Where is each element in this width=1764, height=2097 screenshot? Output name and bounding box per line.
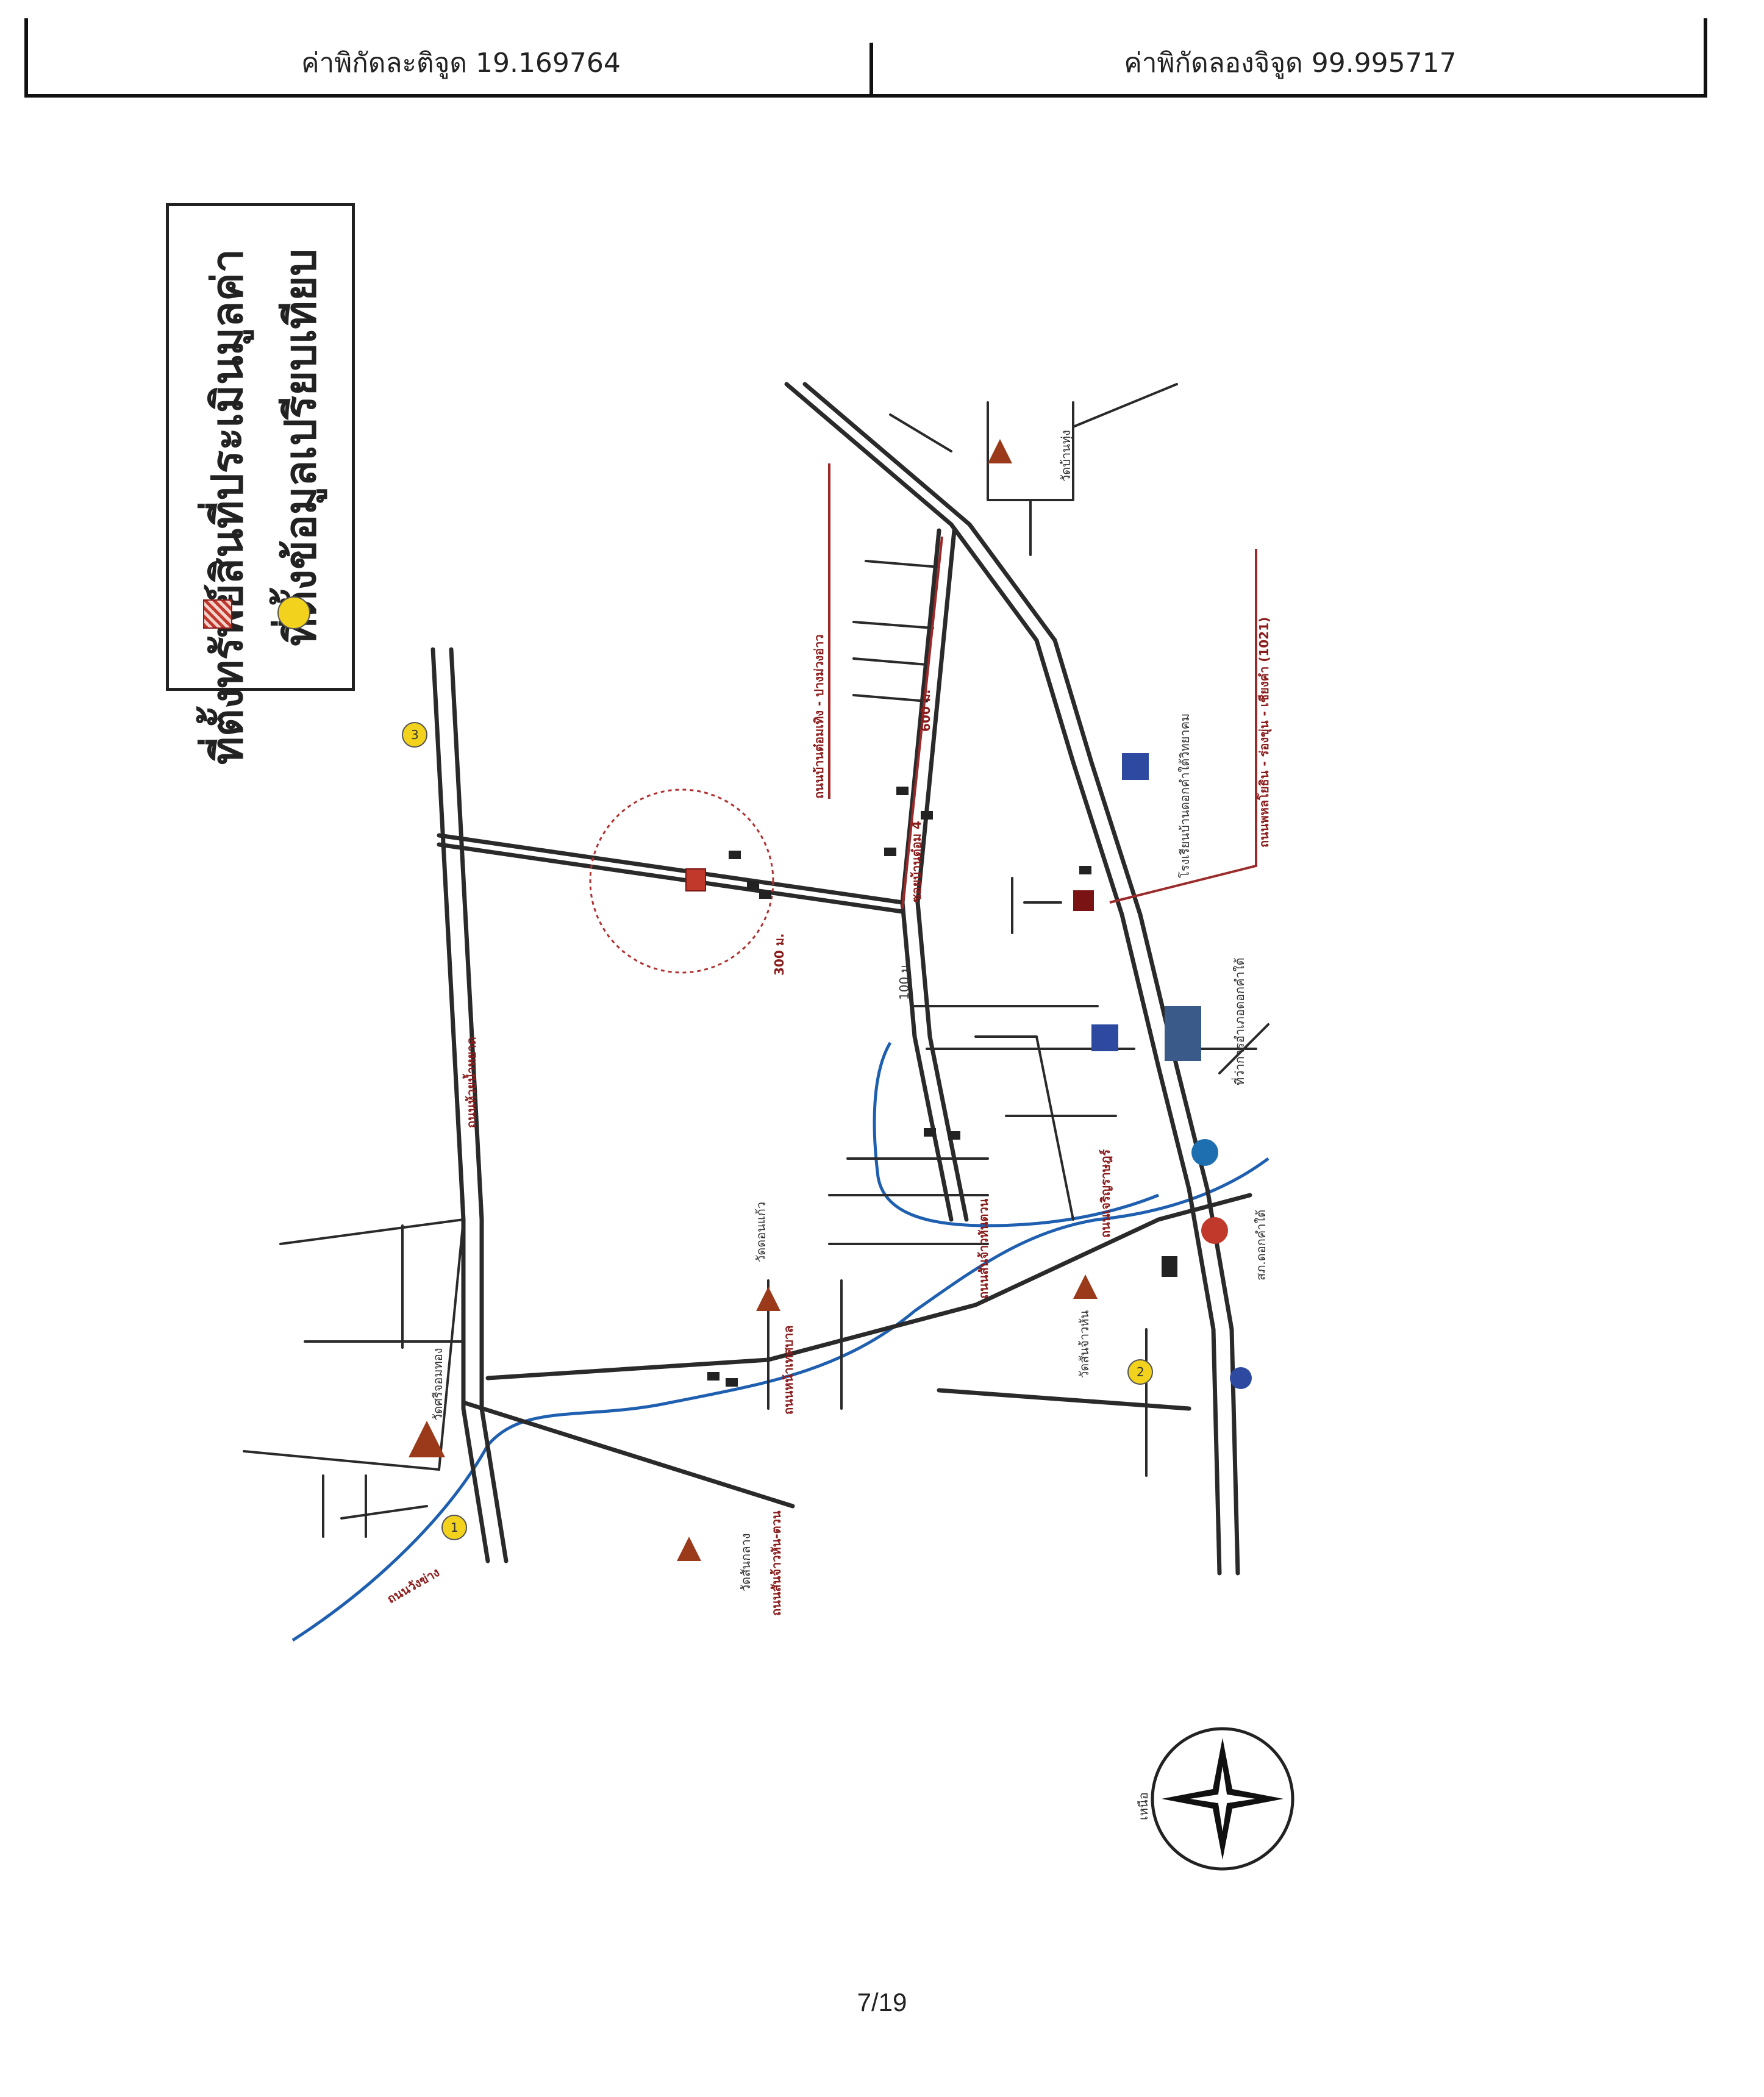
west-roads — [243, 1218, 465, 1538]
soi-ban-tom-4b — [437, 842, 905, 914]
place-label-wat-don-kaew: วัดดอนแก้ว — [754, 1202, 768, 1262]
road-west-2 — [449, 647, 509, 1563]
distance-label-300: 300 ม. — [772, 934, 787, 976]
comparable-3-label: 3 — [411, 727, 419, 742]
compass-rose — [1151, 1727, 1294, 1871]
map-legend: ที่ตั้งทรัพย์สินที่ประเมินมูลค่า ที่ตั้ง… — [166, 203, 355, 765]
seven-eleven-marker — [1162, 1256, 1177, 1277]
road-west — [430, 647, 490, 1563]
legend-item-subject: ที่ตั้งทรัพย์สินที่ประเมินมูลค่า — [202, 249, 252, 765]
road-ban-tom-2 — [915, 528, 969, 1222]
place-label-district-office: ที่ว่าการอำเภอดอกคำใต้ — [1231, 958, 1247, 1085]
soi-ban-tom-4 — [437, 833, 905, 905]
comparable-1-label: 1 — [451, 1520, 459, 1535]
bus-marker — [1230, 1367, 1252, 1389]
radius-circle — [589, 788, 774, 974]
district-office-marker — [1165, 1006, 1201, 1061]
latitude-label: ค่าพิกัดละติจูด 19.169764 — [301, 48, 621, 79]
building-markers — [707, 787, 1091, 1387]
road-label-charoenrat: ถนนเจริญราษฎร์ — [1098, 1149, 1113, 1238]
comparable-symbol-icon — [277, 596, 310, 629]
comparable-markers — [402, 722, 1153, 1540]
legend-item-comparable: ที่ตั้งข้อมูลเปรียบเทียบ — [275, 249, 326, 646]
road-temple — [937, 1388, 1191, 1411]
road-label-huaynamyat: ถนนห้วยน้ำหยาด — [462, 1037, 479, 1128]
road-label-sanchaohan-tuan: ถนนสันจ้าวหัน-ตวน — [769, 1510, 784, 1616]
road-label-sanchaohan: ถนนสันจ้าวหันตวน — [976, 1198, 991, 1299]
compass-north-label: เหนือ — [1136, 1792, 1151, 1820]
river — [291, 1157, 1269, 1642]
comparable-2-label: 2 — [1137, 1365, 1144, 1379]
road-label-soi-bantom-4: ซอยบ้านต๋อม 4 — [909, 821, 924, 902]
place-label-wat-san-klang: วัดสันกลาง — [738, 1534, 753, 1592]
road-label-1021: ถนนพหลโยธิน - ร่องขุ่น - เชียงคำ (1021) — [1257, 617, 1272, 848]
road-label-municipality: ถนนหน้าเทศบาล — [781, 1326, 796, 1415]
bank-marker — [1191, 1139, 1218, 1166]
coordinate-header: ค่าพิกัดละติจูด 19.169764 ค่าพิกัดลองจิจ… — [24, 18, 1707, 98]
subject-symbol-icon — [203, 599, 232, 629]
place-label-wat-si-chom-thong: วัดศรีจอมทอง — [430, 1348, 445, 1421]
place-label-wat-ban-thung: วัดบ้านทุ่ง — [1059, 430, 1074, 482]
place-label-police: สภ.ดอกคำใต้ — [1254, 1210, 1268, 1281]
road-label-bantom-pangmuang: ถนนบ้านต๋อมเทิง - ปางม่วงอ่าว — [812, 634, 826, 799]
distance-label-100: 100 ม. — [897, 961, 912, 1000]
temple-markers — [409, 439, 1098, 1561]
canal — [873, 1041, 1159, 1227]
side-roads — [767, 1005, 1148, 1477]
subject-property — [685, 868, 706, 891]
highway-1021-edge — [802, 382, 1240, 1576]
police-marker — [1201, 1217, 1228, 1244]
longitude-label: ค่าพิกัดลองจิจูด 99.995717 — [1124, 48, 1457, 79]
road-label-wangkhang: ถนนวังข่าง — [385, 1565, 442, 1606]
label-pointer-2 — [1109, 549, 1257, 904]
road-market — [461, 1400, 795, 1509]
distance-label-600: 600 ม. — [918, 690, 933, 732]
header-divider — [870, 43, 873, 98]
north-roads — [852, 401, 1074, 702]
east-roads — [889, 383, 1269, 1074]
place-label-wat-san-chao-han: วัดสันจ้าวหัน — [1077, 1310, 1091, 1378]
highway-1021 — [784, 382, 1222, 1576]
place-label-school: โรงเรียนบ้านดอกคำใต้วิทยาคม — [1177, 713, 1192, 878]
distance-line-600 — [901, 536, 943, 909]
school-markers — [1073, 753, 1149, 1051]
road-south-loop — [485, 1193, 1252, 1381]
page-number: 7/19 — [857, 1988, 907, 2017]
